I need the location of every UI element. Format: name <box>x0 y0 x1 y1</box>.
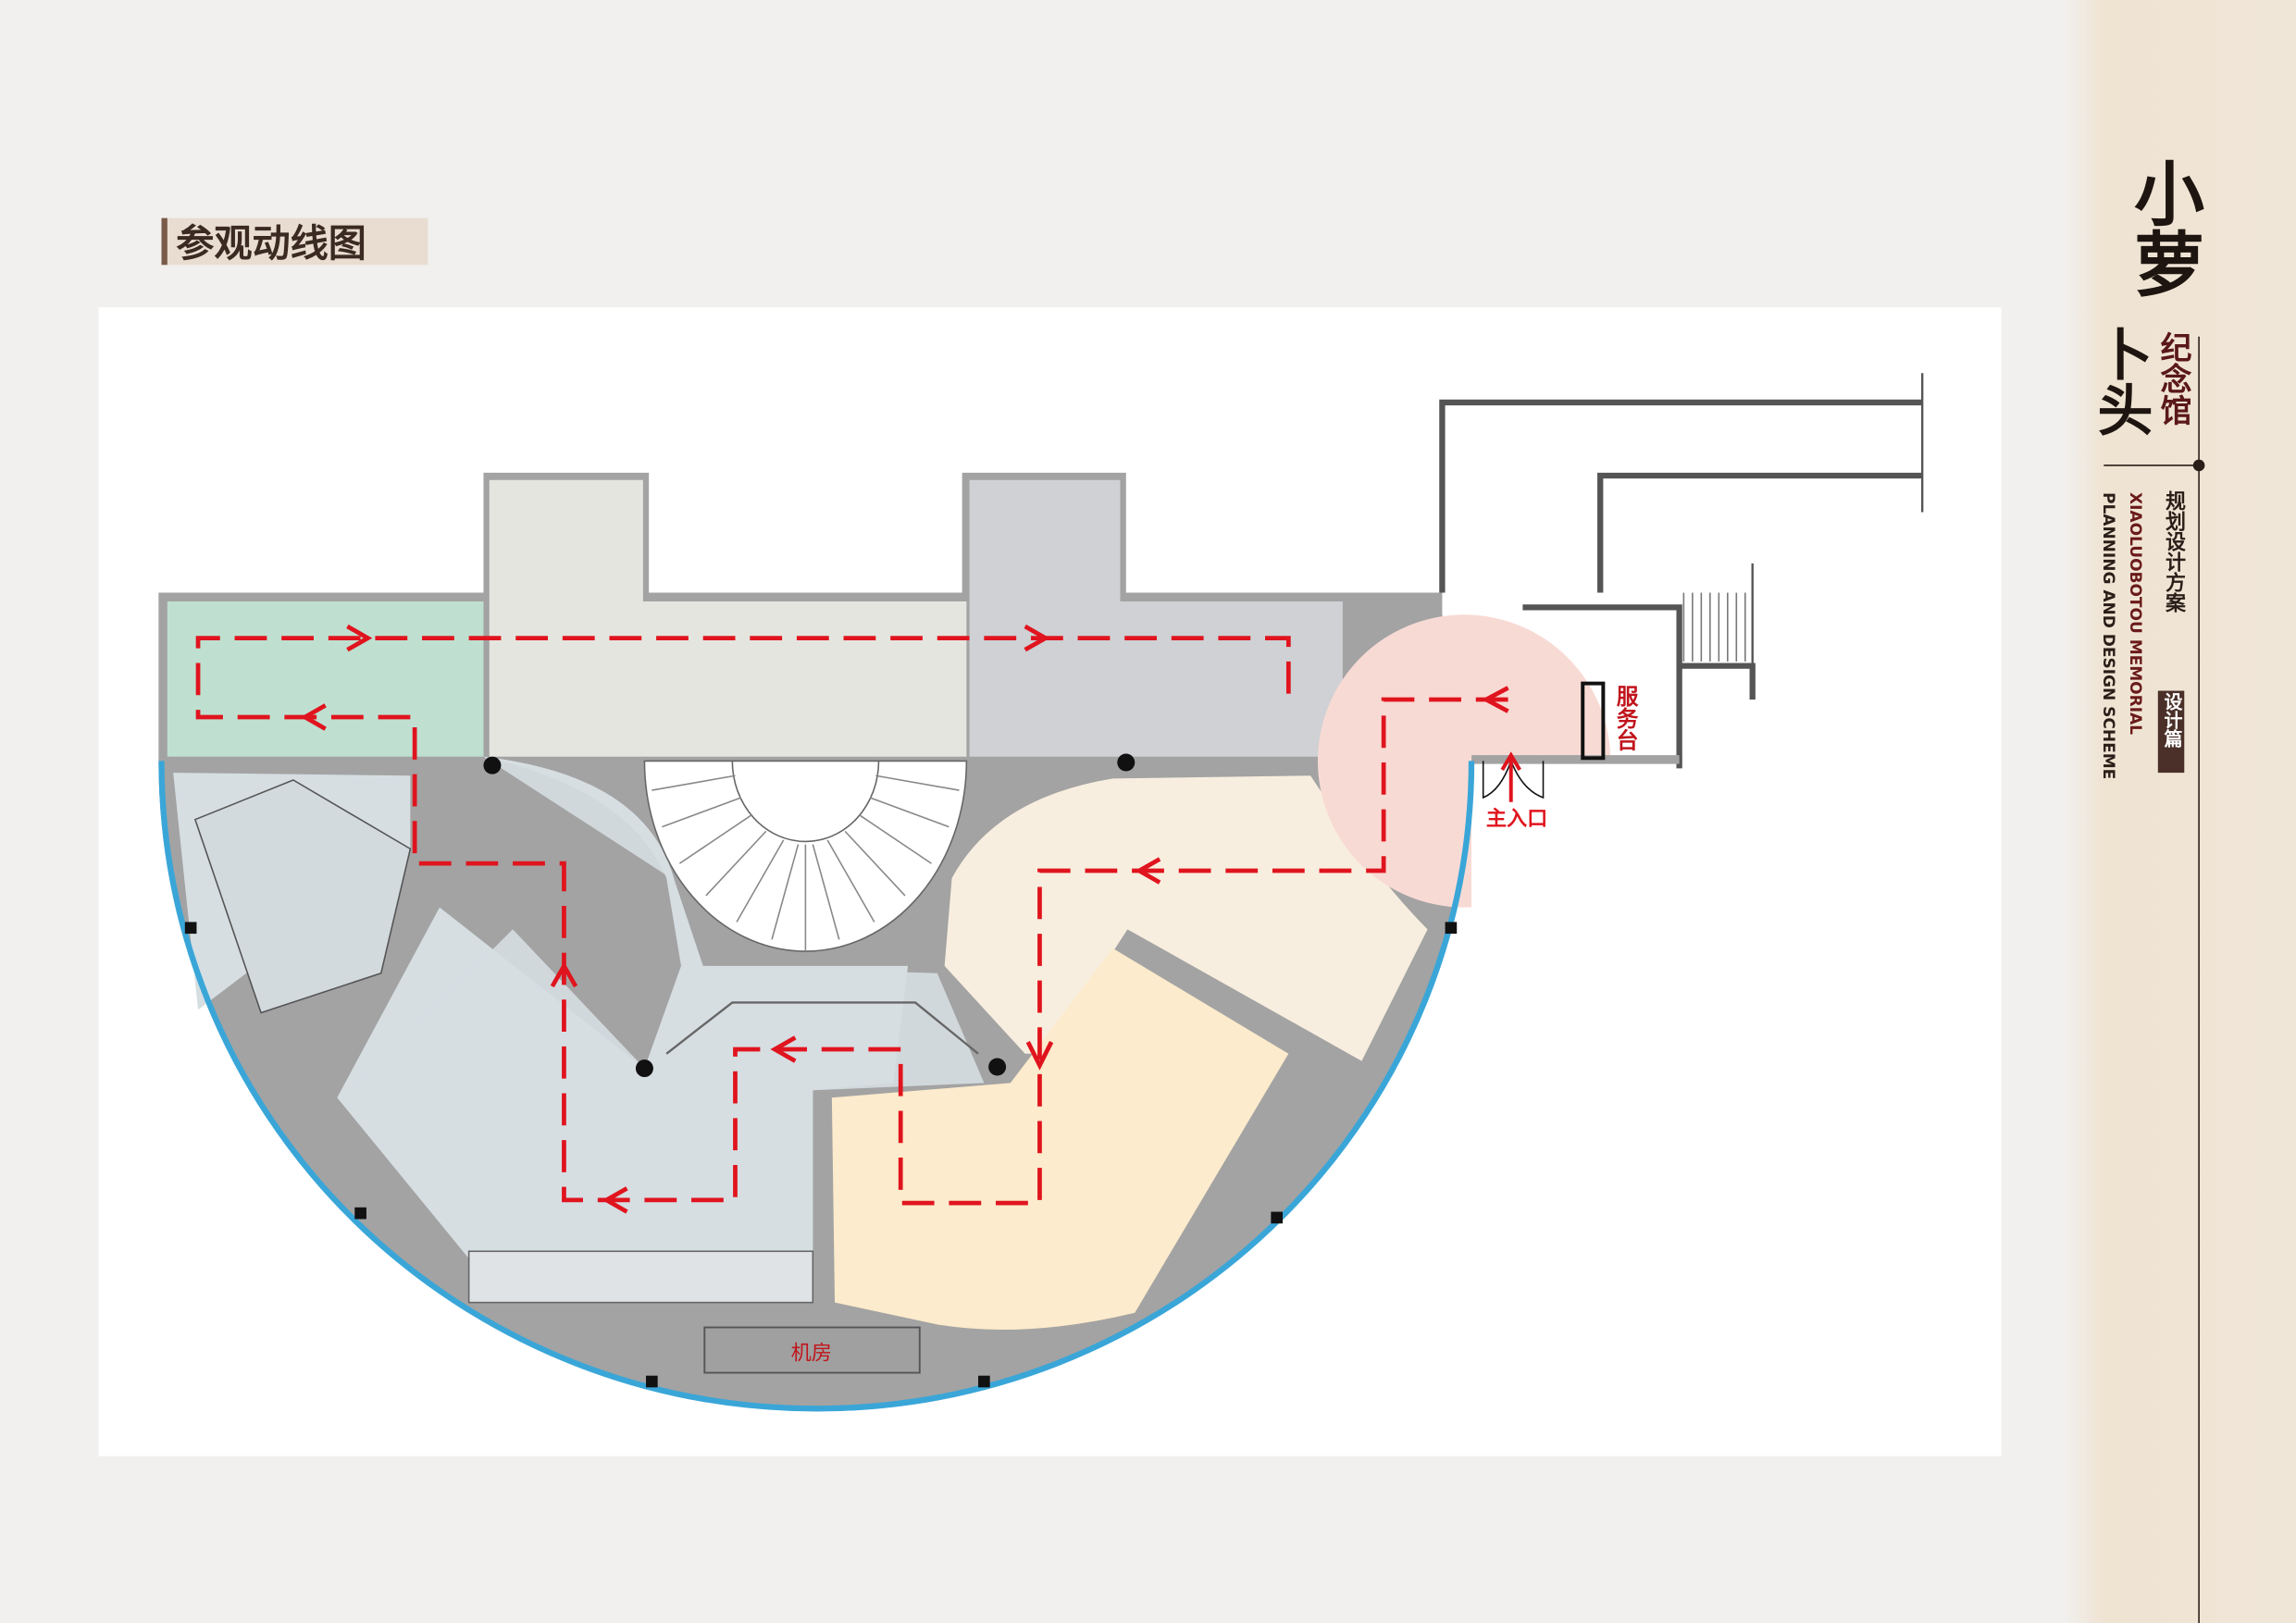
machine-room-label: 机房 <box>791 1341 832 1365</box>
entrance-arrow-icon <box>1500 751 1521 771</box>
arrow-left-icon <box>602 1186 628 1214</box>
route-arrows <box>300 624 1509 1214</box>
corridor-light <box>489 479 967 757</box>
floor-plan: 机房 服务台 主入口 <box>158 373 1924 1412</box>
storage-counter <box>467 1250 814 1304</box>
columns <box>483 753 1136 1078</box>
arrow-left-icon <box>1135 857 1161 885</box>
arrow-left-icon <box>770 1035 797 1063</box>
arrow-up-icon <box>550 961 578 988</box>
title-banner <box>161 217 428 266</box>
main-entrance-label: 主入口 <box>1486 807 1547 831</box>
corridor-gray <box>969 479 1343 757</box>
sidebar-title-main-2: 卜头 <box>2088 326 2153 437</box>
exhibition-hall-south <box>831 948 1289 1331</box>
sidebar-background <box>2064 0 2296 1623</box>
glass-curtain-wall <box>158 761 1475 1412</box>
machine-room <box>703 1326 921 1374</box>
service-desk[interactable] <box>1581 681 1606 761</box>
sidebar-english-1: XIAOLUOBOTOU MEMORIAL <box>2126 492 2144 736</box>
arrow-left-icon <box>300 703 327 731</box>
display-case <box>193 779 412 1014</box>
exhibition-hall-east <box>944 775 1428 1061</box>
room-green <box>167 601 484 757</box>
service-desk-label: 服务台 <box>1612 685 1638 750</box>
section-badge-label: 设计篇 <box>2161 692 2183 748</box>
page-title: 参观动线图 <box>176 221 366 266</box>
visitor-route <box>195 636 1508 1206</box>
sidebar-title-main-1: 小萝 <box>2122 157 2204 298</box>
side-stairs <box>1682 592 1746 662</box>
arrow-down-icon <box>1025 1041 1054 1071</box>
spiral-staircase <box>643 760 979 1055</box>
arrow-right-icon <box>346 624 373 652</box>
sidebar-english-2: PLANNING AND DESIGN SCHEME <box>2099 492 2117 780</box>
sidebar-dot <box>2192 459 2205 472</box>
sidebar-title-sub: 纪念馆 <box>2154 331 2191 426</box>
arrow-right-icon <box>1024 624 1050 652</box>
section-badge <box>2157 690 2185 774</box>
arrow-left-icon <box>1481 686 1509 713</box>
sidebar-plan-label: 规划设计方案 <box>2162 490 2185 613</box>
entrance-door[interactable] <box>1482 761 1545 799</box>
